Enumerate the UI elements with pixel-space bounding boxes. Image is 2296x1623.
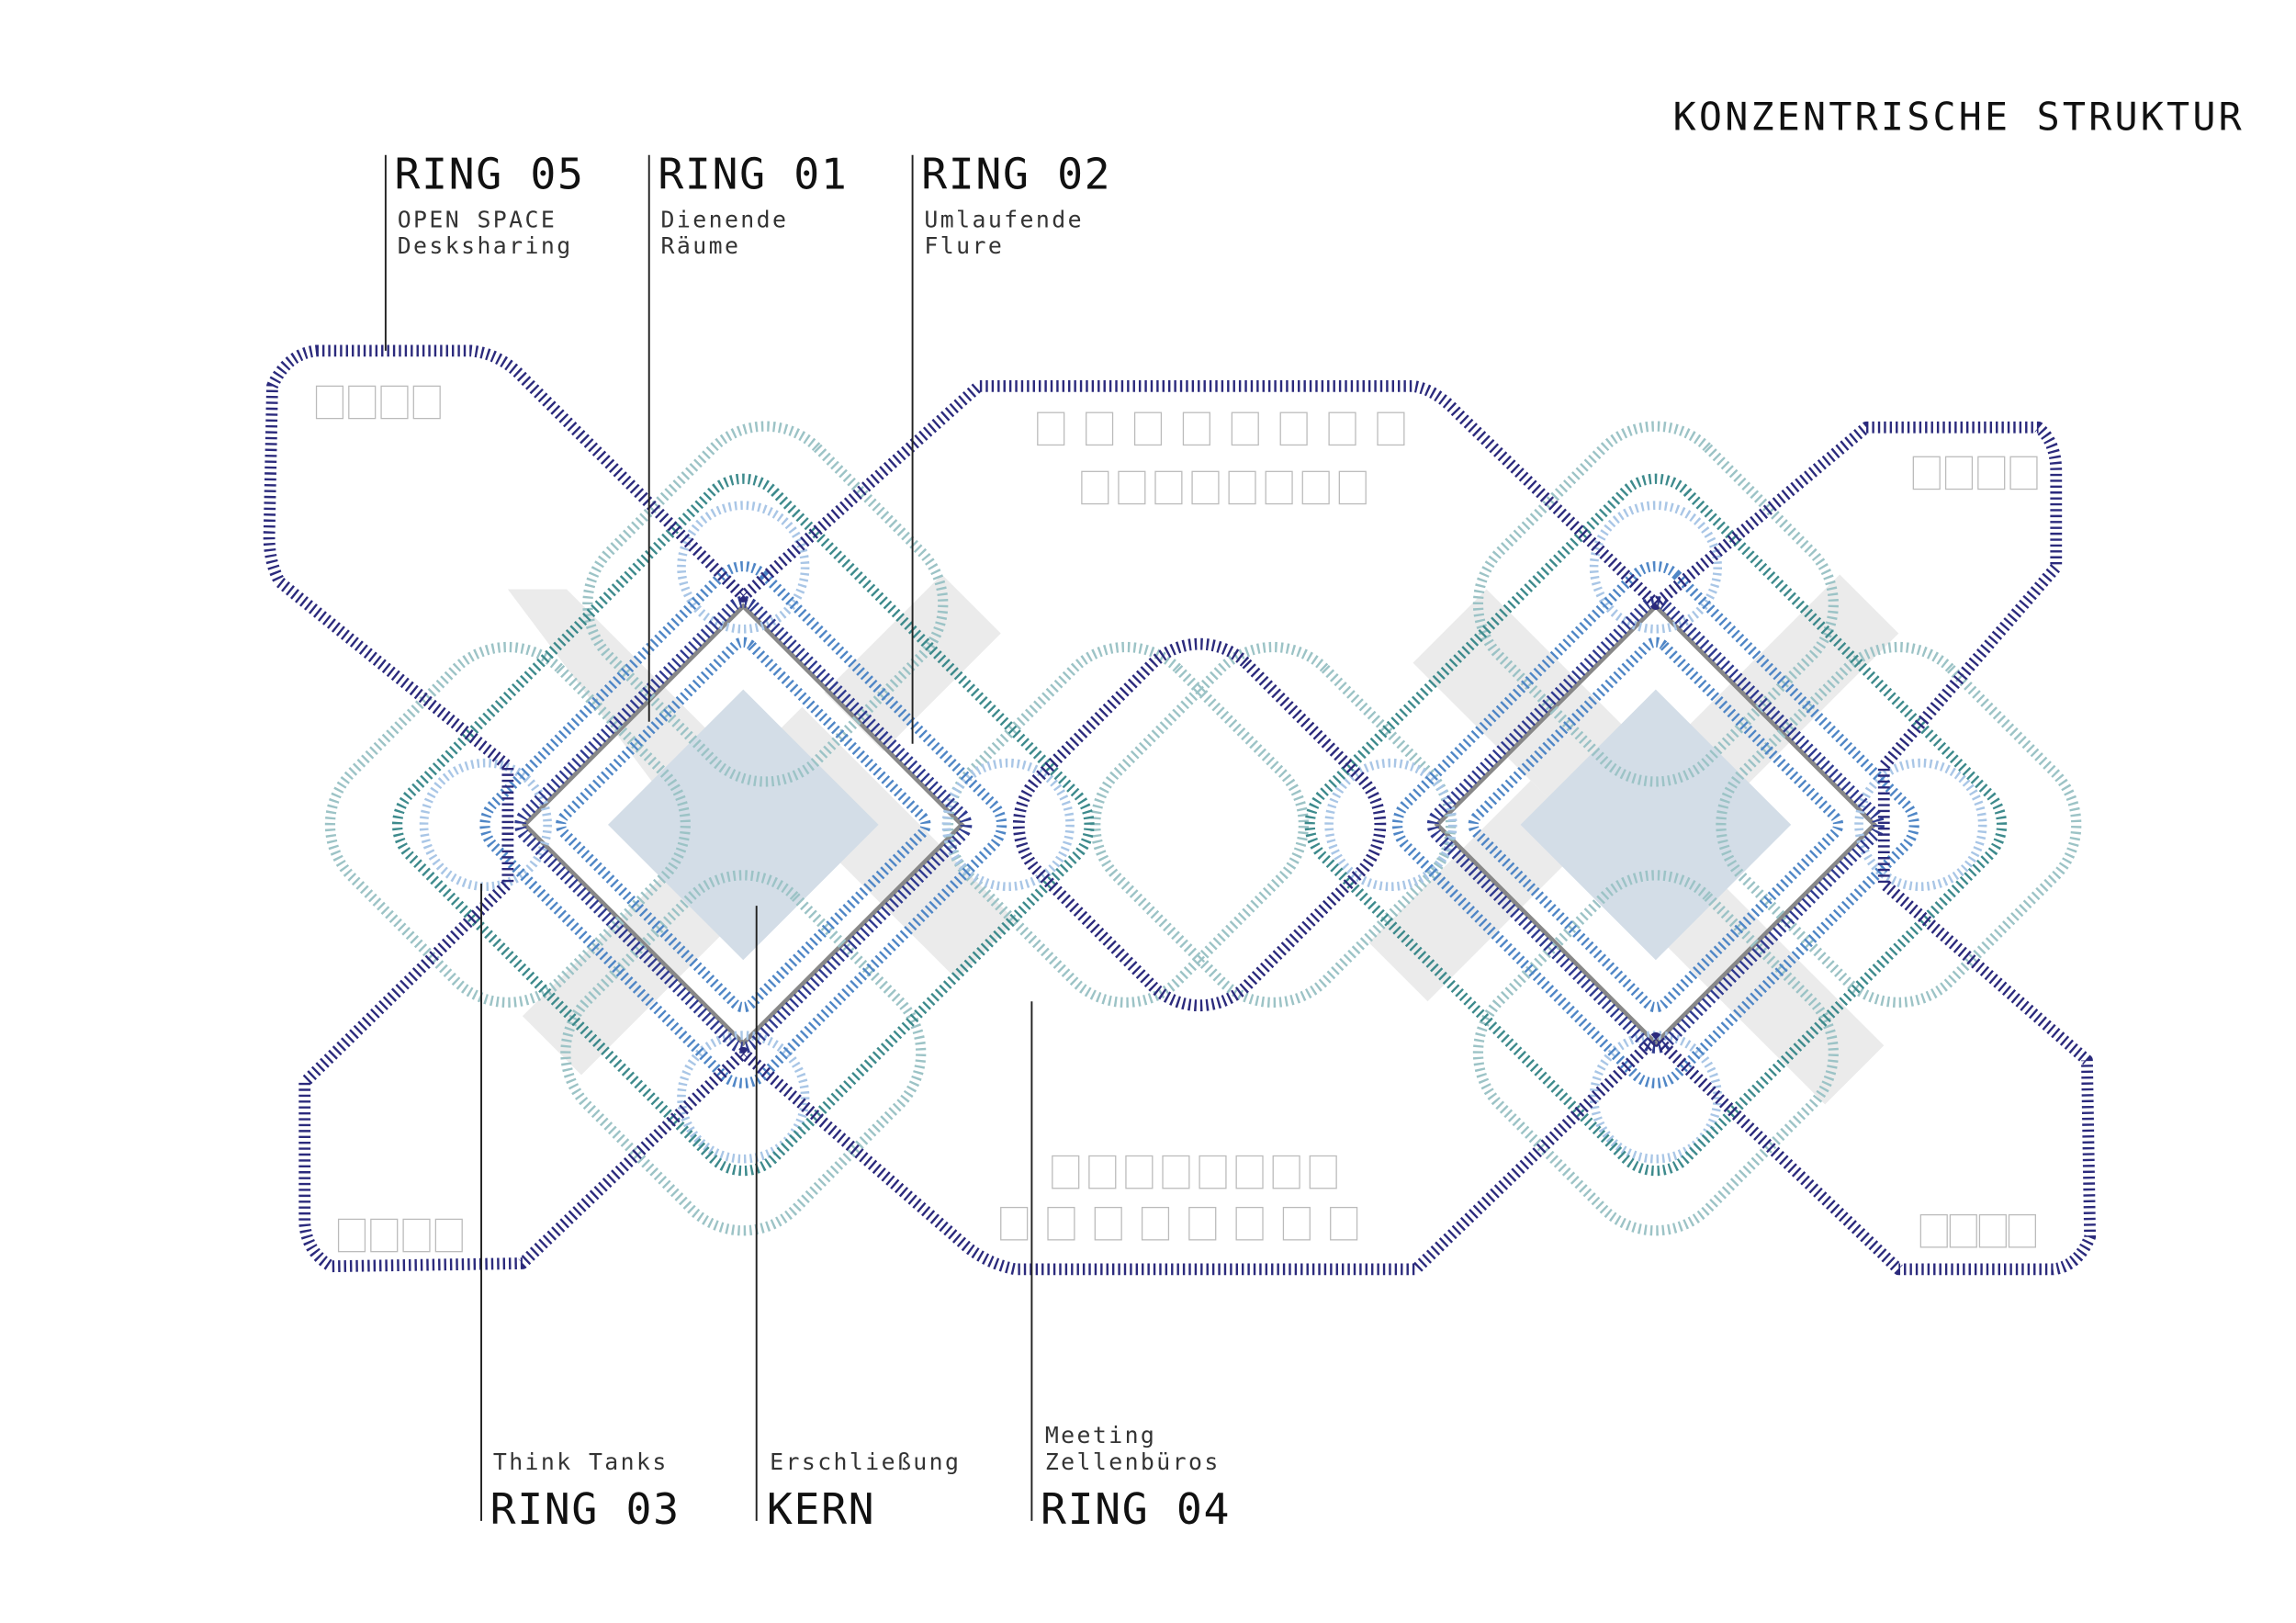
think-tank-ring bbox=[1472, 870, 1839, 1236]
desk bbox=[1272, 1155, 1300, 1189]
think-tank-ring bbox=[560, 870, 927, 1236]
desk bbox=[1047, 1206, 1075, 1241]
svg-text:RING 01: RING 01 bbox=[658, 150, 848, 199]
think-tank-ring bbox=[1716, 641, 2082, 1008]
desk bbox=[1133, 411, 1163, 446]
ring-02-blue bbox=[479, 560, 1919, 1088]
think-tank-ring bbox=[942, 641, 1310, 1008]
ring-05-envelope bbox=[263, 344, 2097, 1276]
desk bbox=[1052, 1155, 1080, 1189]
label-ring-01: RING 01 Dienende Räume bbox=[658, 150, 848, 260]
desk bbox=[1265, 470, 1293, 505]
desk bbox=[1231, 411, 1259, 446]
label-ring-05: RING 05 OPEN SPACE Desksharing bbox=[394, 150, 584, 260]
svg-text:Meeting: Meeting bbox=[1045, 1422, 1156, 1448]
desk bbox=[1338, 470, 1367, 505]
desk bbox=[1949, 1213, 1977, 1248]
svg-text:Umlaufende: Umlaufende bbox=[924, 206, 1084, 232]
svg-text:Desksharing: Desksharing bbox=[398, 232, 573, 259]
ring-04-navy bbox=[1012, 637, 1387, 1012]
desk bbox=[1330, 1206, 1358, 1241]
desk bbox=[1188, 1206, 1217, 1241]
svg-text:Think Tanks: Think Tanks bbox=[493, 1448, 669, 1475]
desk bbox=[1309, 1155, 1337, 1189]
desk bbox=[1094, 1206, 1122, 1241]
svg-text:Räume: Räume bbox=[661, 232, 741, 259]
svg-text:RING 03: RING 03 bbox=[490, 1484, 681, 1534]
svg-text:Erschließung: Erschließung bbox=[770, 1448, 961, 1475]
think-tank-ring bbox=[1090, 641, 1457, 1008]
think-tank-ring bbox=[582, 421, 949, 787]
desk bbox=[1118, 470, 1146, 505]
desk bbox=[1000, 1206, 1029, 1241]
desk bbox=[1086, 411, 1114, 446]
desk bbox=[1141, 1206, 1170, 1241]
desk bbox=[1191, 470, 1220, 505]
ring-circles bbox=[419, 501, 1987, 1164]
desk bbox=[1912, 456, 1941, 490]
desk bbox=[1377, 411, 1405, 446]
svg-text:RING 04: RING 04 bbox=[1041, 1484, 1231, 1534]
desk bbox=[1235, 1206, 1264, 1241]
label-ring-04: Meeting Zellenbüros RING 04 bbox=[1041, 1422, 1231, 1534]
desk bbox=[1228, 470, 1256, 505]
desk bbox=[1162, 1155, 1190, 1189]
desk bbox=[1081, 470, 1109, 505]
label-kern: Erschließung KERN bbox=[767, 1448, 961, 1534]
desk bbox=[1978, 1213, 2007, 1248]
svg-text:Flure: Flure bbox=[924, 232, 1004, 259]
core-kern bbox=[521, 603, 1878, 1047]
desk bbox=[1088, 1155, 1117, 1189]
desk bbox=[412, 385, 441, 420]
desk bbox=[1182, 411, 1210, 446]
desk bbox=[1037, 411, 1065, 446]
desk bbox=[2009, 456, 2038, 490]
desk bbox=[337, 1218, 366, 1253]
desk bbox=[2008, 1213, 2036, 1248]
desk bbox=[1328, 411, 1356, 446]
svg-text:Zellenbüros: Zellenbüros bbox=[1045, 1448, 1221, 1475]
label-ring-02: RING 02 Umlaufende Flure bbox=[921, 150, 1111, 260]
desk bbox=[1279, 411, 1308, 446]
leader-lines bbox=[384, 154, 1033, 1521]
desk bbox=[370, 1218, 399, 1253]
desk bbox=[1919, 1213, 1948, 1248]
desk bbox=[1125, 1155, 1154, 1189]
svg-text:RING 05: RING 05 bbox=[394, 150, 584, 199]
ring-03-teal bbox=[391, 473, 2008, 1177]
desk bbox=[1154, 470, 1183, 505]
desk bbox=[1199, 1155, 1227, 1189]
label-ring-03: Think Tanks RING 03 bbox=[490, 1448, 681, 1534]
desk bbox=[315, 385, 344, 420]
svg-text:Dienende: Dienende bbox=[661, 206, 789, 232]
svg-text:OPEN SPACE: OPEN SPACE bbox=[398, 206, 557, 232]
desk bbox=[1282, 1206, 1311, 1241]
furniture bbox=[315, 385, 2038, 1253]
desk bbox=[402, 1218, 431, 1253]
desk bbox=[380, 385, 409, 420]
diagram-title: KONZENTRISCHE STRUKTUR bbox=[1673, 95, 2245, 140]
desk bbox=[434, 1218, 463, 1253]
svg-text:RING 02: RING 02 bbox=[921, 150, 1111, 199]
desk bbox=[1301, 470, 1330, 505]
desk bbox=[1235, 1155, 1264, 1189]
desk bbox=[348, 385, 377, 420]
svg-text:KERN: KERN bbox=[767, 1484, 875, 1534]
desk bbox=[1977, 456, 2006, 490]
desk bbox=[1944, 456, 1974, 490]
